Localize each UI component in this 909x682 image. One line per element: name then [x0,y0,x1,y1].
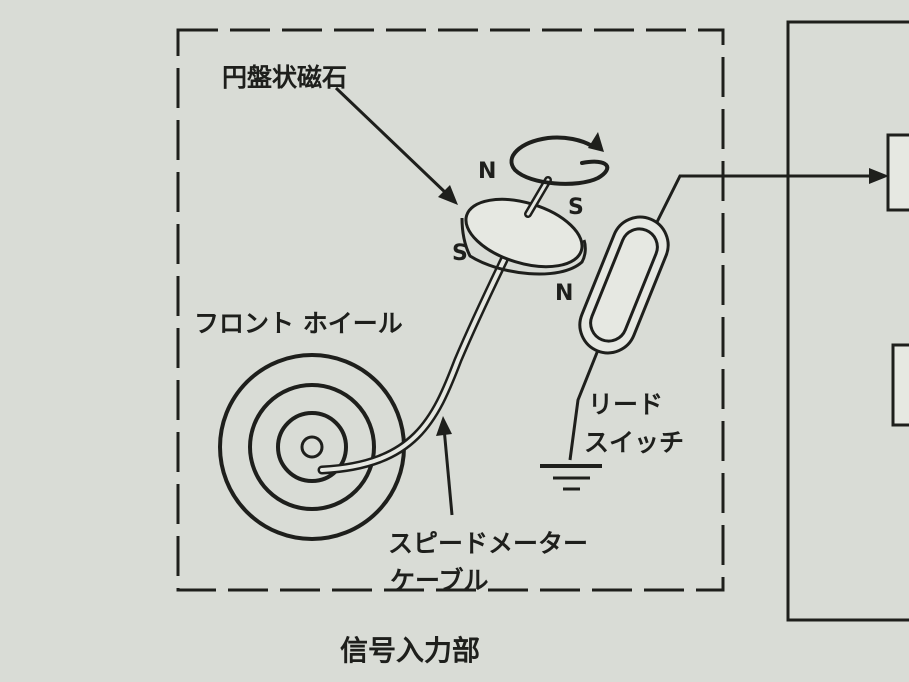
ground-connection [540,349,602,491]
reed-switch-label-line1: リード [588,390,663,419]
cable-label-arrow [436,416,454,516]
reed-glass-inner [589,227,659,343]
disc-magnet [460,176,587,276]
magnet-label-arrow [334,86,458,205]
pole-top: N [478,159,496,184]
wheel-middle-ring [248,383,376,511]
output-wire [655,168,889,223]
input-terminal-box [886,133,909,212]
magnet-label: 円盤状磁石 [222,63,347,92]
adjacent-component-box [891,343,909,427]
speedometer-cable [317,255,509,475]
reed-switch-label-line2: スイッチ [584,428,684,457]
adjacent-block [786,20,909,622]
cable-label-line1: スピードメーター [388,529,588,558]
wheel-hub [300,435,324,459]
cable-label-line2: ケーブル [390,566,489,595]
magnet-disc-side [460,217,587,276]
pole-left: S [452,241,468,266]
rotation-arrow [509,132,610,186]
pole-bottom: N [555,281,573,306]
section-boundary [176,28,725,592]
wheel-inner-ring [276,411,348,483]
section-caption: 信号入力部 [340,634,480,667]
front-wheel-label: フロント ホイール [194,309,403,338]
pole-right: S [568,195,584,220]
